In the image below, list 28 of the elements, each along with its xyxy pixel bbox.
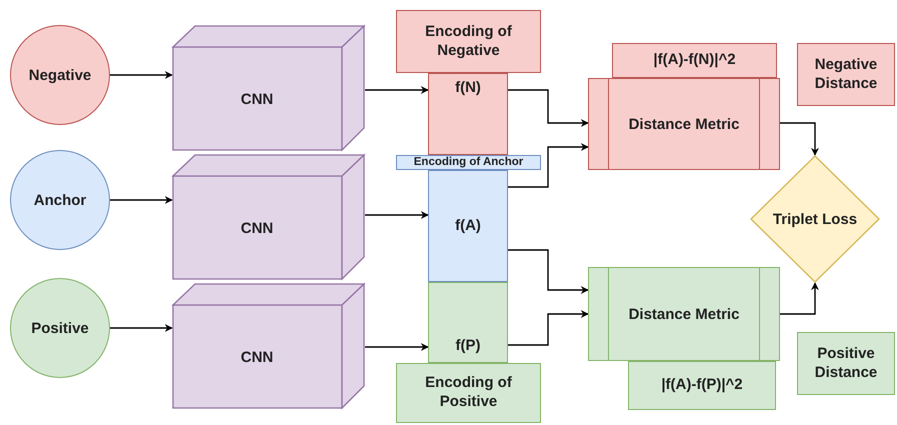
label-box: Encoding of Positive bbox=[396, 363, 541, 423]
arrow bbox=[508, 310, 589, 346]
arrow bbox=[110, 196, 173, 204]
arrow bbox=[508, 249, 589, 294]
label-box: |f(A)-f(P)|^2 bbox=[628, 361, 776, 410]
decision-diamond: Triplet Loss bbox=[750, 155, 880, 283]
label-box: |f(A)-f(N)|^2 bbox=[612, 43, 777, 78]
arrow bbox=[365, 86, 429, 94]
label-box: f(N) bbox=[428, 73, 508, 155]
process-box: Distance Metric bbox=[588, 78, 780, 170]
arrow bbox=[508, 143, 589, 188]
label-box: Encoding of Negative bbox=[396, 10, 541, 73]
arrow bbox=[365, 211, 429, 219]
arrow bbox=[508, 89, 589, 127]
input-circle: Negative bbox=[10, 25, 110, 125]
input-circle: Positive bbox=[10, 278, 110, 378]
label-box: f(A) bbox=[428, 170, 508, 282]
label-box: Positive Distance bbox=[797, 332, 895, 395]
arrow bbox=[780, 122, 819, 156]
arrow bbox=[780, 282, 819, 315]
arrow bbox=[365, 343, 429, 351]
input-circle: Anchor bbox=[10, 150, 110, 250]
process-box: Distance Metric bbox=[588, 267, 780, 361]
label-box: f(P) bbox=[428, 282, 508, 363]
arrow bbox=[110, 71, 173, 79]
label-box: Encoding of Anchor bbox=[396, 155, 541, 170]
label-box: Negative Distance bbox=[797, 43, 895, 106]
arrow bbox=[110, 324, 173, 332]
